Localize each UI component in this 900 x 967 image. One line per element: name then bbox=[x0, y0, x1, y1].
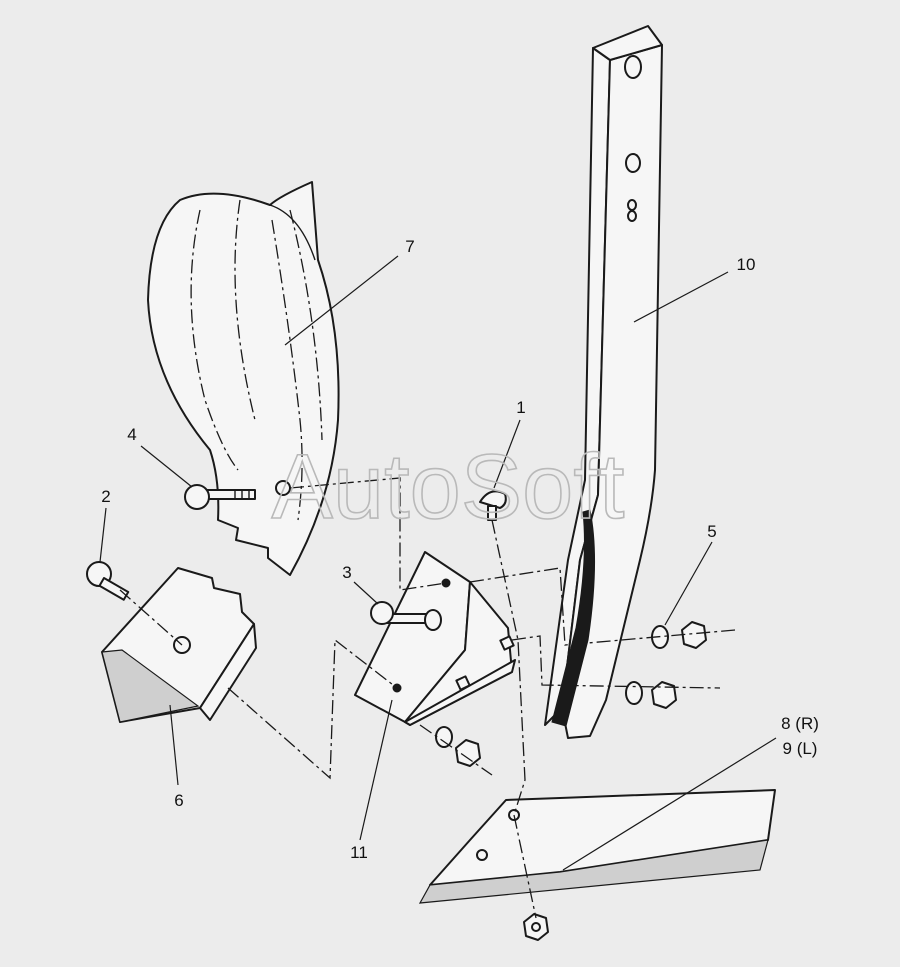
part-8-9-share bbox=[418, 789, 776, 904]
line-bracket-to-shank-upper bbox=[469, 567, 736, 646]
line-bracket-to-shank-lower bbox=[511, 635, 721, 689]
callout-2: 2 bbox=[101, 487, 110, 506]
share-hardfacing bbox=[418, 839, 769, 904]
tip-side bbox=[199, 623, 257, 721]
nut-upper bbox=[681, 621, 707, 649]
leader-5 bbox=[664, 541, 713, 626]
bracket-bottom-face bbox=[404, 659, 516, 726]
callout-3: 3 bbox=[342, 563, 351, 582]
leader-6 bbox=[169, 704, 179, 786]
line-bolt1-to-share bbox=[491, 519, 526, 816]
callout-4: 4 bbox=[127, 425, 136, 444]
callout-8: 8 (R) bbox=[781, 714, 819, 733]
callout-labels: 7 10 1 4 2 5 3 8 (R) 9 (L) 6 11 bbox=[101, 237, 819, 862]
callout-6: 6 bbox=[174, 791, 183, 810]
leader-2 bbox=[99, 507, 107, 563]
callout-11: 11 bbox=[350, 843, 368, 862]
bolt-4-thread bbox=[234, 490, 250, 499]
part-4-bolt bbox=[184, 484, 256, 510]
washer-bracket bbox=[435, 726, 453, 748]
washer-lower bbox=[625, 681, 643, 705]
leader-8-9 bbox=[562, 737, 777, 871]
part-6-tip bbox=[101, 567, 257, 723]
tip-hardfacing bbox=[101, 649, 200, 723]
moldboard-body bbox=[147, 181, 340, 576]
line-moldboard-to-bracket bbox=[289, 477, 447, 591]
moldboard-curve-3 bbox=[271, 219, 303, 521]
shank-wear-strip bbox=[551, 509, 596, 727]
bolt-3-washer bbox=[424, 609, 442, 631]
line-share-nut bbox=[513, 814, 537, 919]
callout-9: 9 (L) bbox=[783, 739, 818, 758]
part-2-bolt bbox=[86, 561, 130, 601]
callout-5: 5 bbox=[707, 522, 716, 541]
line-bracket-nut bbox=[419, 724, 493, 776]
leader-10 bbox=[633, 271, 729, 323]
part-3-bolt bbox=[370, 601, 442, 631]
bolt-4-head bbox=[184, 484, 210, 510]
part-10-shank bbox=[544, 25, 663, 739]
callout-1: 1 bbox=[516, 398, 525, 417]
shank-hole-small-1 bbox=[627, 199, 637, 211]
shank-hole-upper bbox=[624, 55, 642, 79]
moldboard-edge-line bbox=[269, 204, 316, 261]
leader-7 bbox=[284, 255, 399, 346]
nut-bracket bbox=[455, 739, 481, 767]
bolt-2-shank bbox=[98, 577, 130, 601]
share-nut bbox=[523, 913, 549, 941]
bolt-1-head bbox=[479, 490, 507, 509]
callout-7: 7 bbox=[405, 237, 414, 256]
part-5-washers-nuts bbox=[435, 621, 707, 767]
leader-1 bbox=[493, 419, 521, 489]
bolt-3-head bbox=[370, 601, 394, 625]
bolt-4-shank bbox=[204, 489, 256, 500]
shank-hole-small-2 bbox=[627, 210, 637, 222]
shank-hole-middle bbox=[625, 153, 641, 173]
line-bolt2-to-tip bbox=[119, 589, 183, 646]
nut-lower bbox=[651, 681, 677, 709]
bracket-square-hole-2 bbox=[499, 635, 515, 651]
leader-4 bbox=[140, 445, 193, 488]
leader-3 bbox=[353, 581, 379, 605]
bracket-square-hole-1 bbox=[455, 675, 471, 691]
share-hole-2 bbox=[476, 849, 488, 861]
moldboard-curve-1 bbox=[190, 209, 239, 471]
part-7-moldboard bbox=[147, 181, 340, 576]
leader-lines bbox=[99, 255, 777, 871]
moldboard-curve-2 bbox=[234, 199, 256, 421]
moldboard-curve-4 bbox=[289, 209, 323, 441]
line-tip-to-bracket bbox=[227, 638, 398, 780]
part-11-bracket bbox=[354, 551, 516, 726]
watermark: AutoSoft bbox=[272, 436, 625, 538]
shank-top-face bbox=[592, 25, 663, 61]
callout-10: 10 bbox=[737, 255, 756, 274]
leader-11 bbox=[359, 699, 393, 841]
assembly-lines bbox=[119, 477, 736, 919]
share-nut-hole bbox=[531, 922, 541, 932]
